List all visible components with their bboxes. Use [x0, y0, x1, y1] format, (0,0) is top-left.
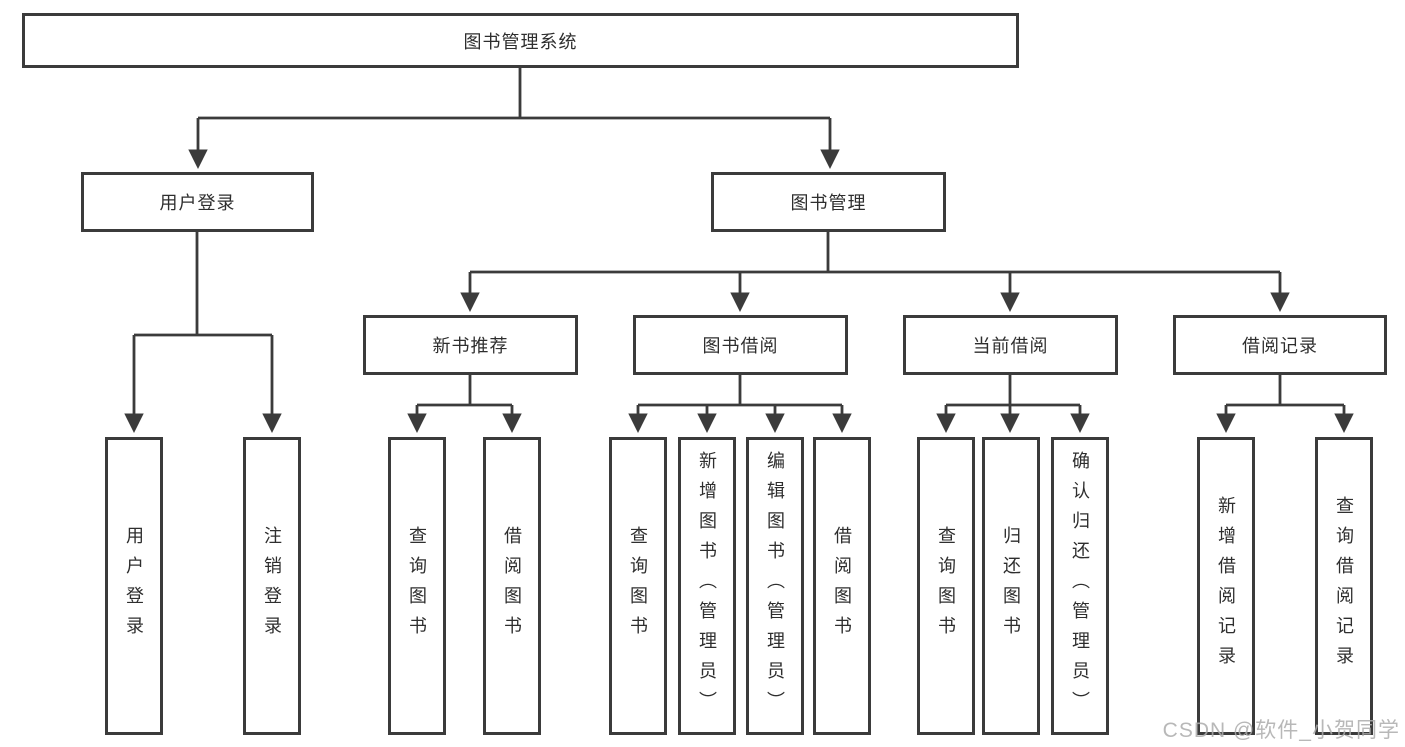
leaf-borrowing-edit-books-admin: 编辑图书（管理员）	[746, 437, 804, 735]
node-library-system: 图书管理系统	[22, 13, 1019, 68]
leaf-recommend-query-books: 查询图书	[388, 437, 446, 735]
leaf-current-confirm-return-admin: 确认归还（管理员）	[1051, 437, 1109, 735]
leaf-borrowing-query-books: 查询图书	[609, 437, 667, 735]
leaf-borrowing-add-books-admin: 新增图书（管理员）	[678, 437, 736, 735]
node-book-borrowing: 图书借阅	[633, 315, 848, 375]
node-new-book-recommend: 新书推荐	[363, 315, 578, 375]
leaf-logout: 注销登录	[243, 437, 301, 735]
csdn-watermark: CSDN @软件_小贺同学	[1162, 719, 1400, 742]
leaf-borrowing-borrow-books: 借阅图书	[813, 437, 871, 735]
leaf-recommend-borrow-books: 借阅图书	[483, 437, 541, 735]
leaf-current-query-books: 查询图书	[917, 437, 975, 735]
leaf-records-query-record: 查询借阅记录	[1315, 437, 1373, 735]
node-user-login: 用户登录	[81, 172, 314, 232]
node-current-borrowing: 当前借阅	[903, 315, 1118, 375]
node-borrowing-records: 借阅记录	[1173, 315, 1387, 375]
leaf-user-login: 用户登录	[105, 437, 163, 735]
leaf-records-add-record: 新增借阅记录	[1197, 437, 1255, 735]
node-book-management: 图书管理	[711, 172, 946, 232]
leaf-current-return-books: 归还图书	[982, 437, 1040, 735]
